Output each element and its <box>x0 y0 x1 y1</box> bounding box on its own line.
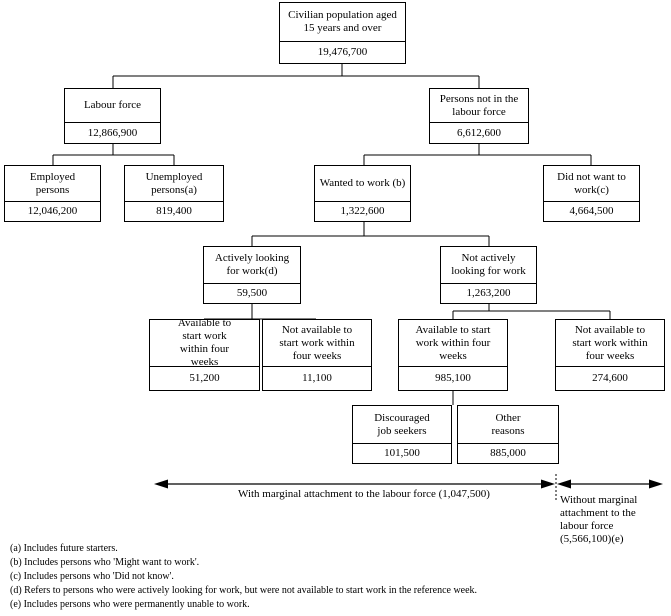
wanted-to-work-label: Wanted to work (b) <box>315 166 410 202</box>
footnote-b: (b) Includes persons who 'Might want to … <box>10 557 200 568</box>
civilian-population-value: 19,476,700 <box>317 46 368 58</box>
unemployed-box: Unemployed persons(a) 819,400 <box>124 165 224 222</box>
footnote-d: (d) Refers to persons who were actively … <box>10 585 478 596</box>
not-actively-available-value: 985,100 <box>435 372 471 384</box>
discouraged-box: Discouraged job seekers 101,500 <box>352 405 452 464</box>
discouraged-label: Discouraged job seekers <box>353 406 451 444</box>
wanted-to-work-value: 1,322,600 <box>340 205 385 217</box>
actively-not-available-box: Not available to start work within four … <box>262 319 372 391</box>
actively-not-available-label: Not available to start work within four … <box>263 320 371 367</box>
not-actively-looking-box: Not actively looking for work 1,263,200 <box>440 246 537 304</box>
labour-force-box: Labour force 12,866,900 <box>64 88 161 144</box>
actively-looking-value: 59,500 <box>236 287 268 299</box>
employed-box: Employed persons 12,046,200 <box>4 165 101 222</box>
labour-force-label: Labour force <box>65 89 160 123</box>
did-not-want-value: 4,664,500 <box>569 205 614 217</box>
actively-not-available-value: 11,100 <box>302 372 332 384</box>
actively-looking-box: Actively looking for work(d) 59,500 <box>203 246 301 304</box>
footnote-a: (a) Includes future starters. <box>10 543 118 554</box>
unemployed-label: Unemployed persons(a) <box>125 166 223 202</box>
not-actively-not-available-value: 274,600 <box>592 372 628 384</box>
actively-available-value: 51,200 <box>189 372 220 384</box>
other-reasons-label: Other reasons <box>458 406 558 444</box>
civilian-population-box: Civilian population aged 15 years and ov… <box>279 2 406 64</box>
actively-looking-label: Actively looking for work(d) <box>204 247 300 284</box>
actively-available-label: Available to start work within four week… <box>150 317 259 368</box>
not-actively-not-available-box: Not available to start work within four … <box>555 319 665 391</box>
not-in-labour-force-box: Persons not in the labour force 6,612,60… <box>429 88 529 144</box>
did-not-want-box: Did not want to work(c) 4,664,500 <box>543 165 640 222</box>
did-not-want-label: Did not want to work(c) <box>544 166 639 202</box>
employed-label: Employed persons <box>5 166 100 202</box>
not-in-labour-force-label: Persons not in the labour force <box>430 89 528 123</box>
without-marginal-attachment-label: Without marginal attachment to the labou… <box>560 494 638 545</box>
not-actively-available-label: Available to start work within four week… <box>399 320 507 367</box>
other-reasons-value: 885,000 <box>490 447 526 459</box>
other-reasons-box: Other reasons 885,000 <box>457 405 559 464</box>
not-actively-looking-label: Not actively looking for work <box>441 247 536 284</box>
not-actively-looking-value: 1,263,200 <box>466 287 511 299</box>
wanted-to-work-box: Wanted to work (b) 1,322,600 <box>314 165 411 222</box>
with-marginal-attachment-label: With marginal attachment to the labour f… <box>238 488 490 500</box>
labour-force-value: 12,866,900 <box>87 126 138 139</box>
civilian-population-label: Civilian population aged 15 years and ov… <box>280 3 405 42</box>
employed-value: 12,046,200 <box>27 205 78 217</box>
discouraged-value: 101,500 <box>384 447 420 459</box>
not-in-labour-force-value: 6,612,600 <box>457 126 501 139</box>
not-actively-available-box: Available to start work within four week… <box>398 319 508 391</box>
unemployed-value: 819,400 <box>156 205 192 217</box>
footnote-e: (e) Includes persons who were permanentl… <box>10 599 250 610</box>
footnote-c: (c) Includes persons who 'Did not know'. <box>10 571 174 582</box>
actively-available-box: Available to start work within four week… <box>149 317 260 391</box>
not-actively-not-available-label: Not available to start work within four … <box>556 320 664 367</box>
